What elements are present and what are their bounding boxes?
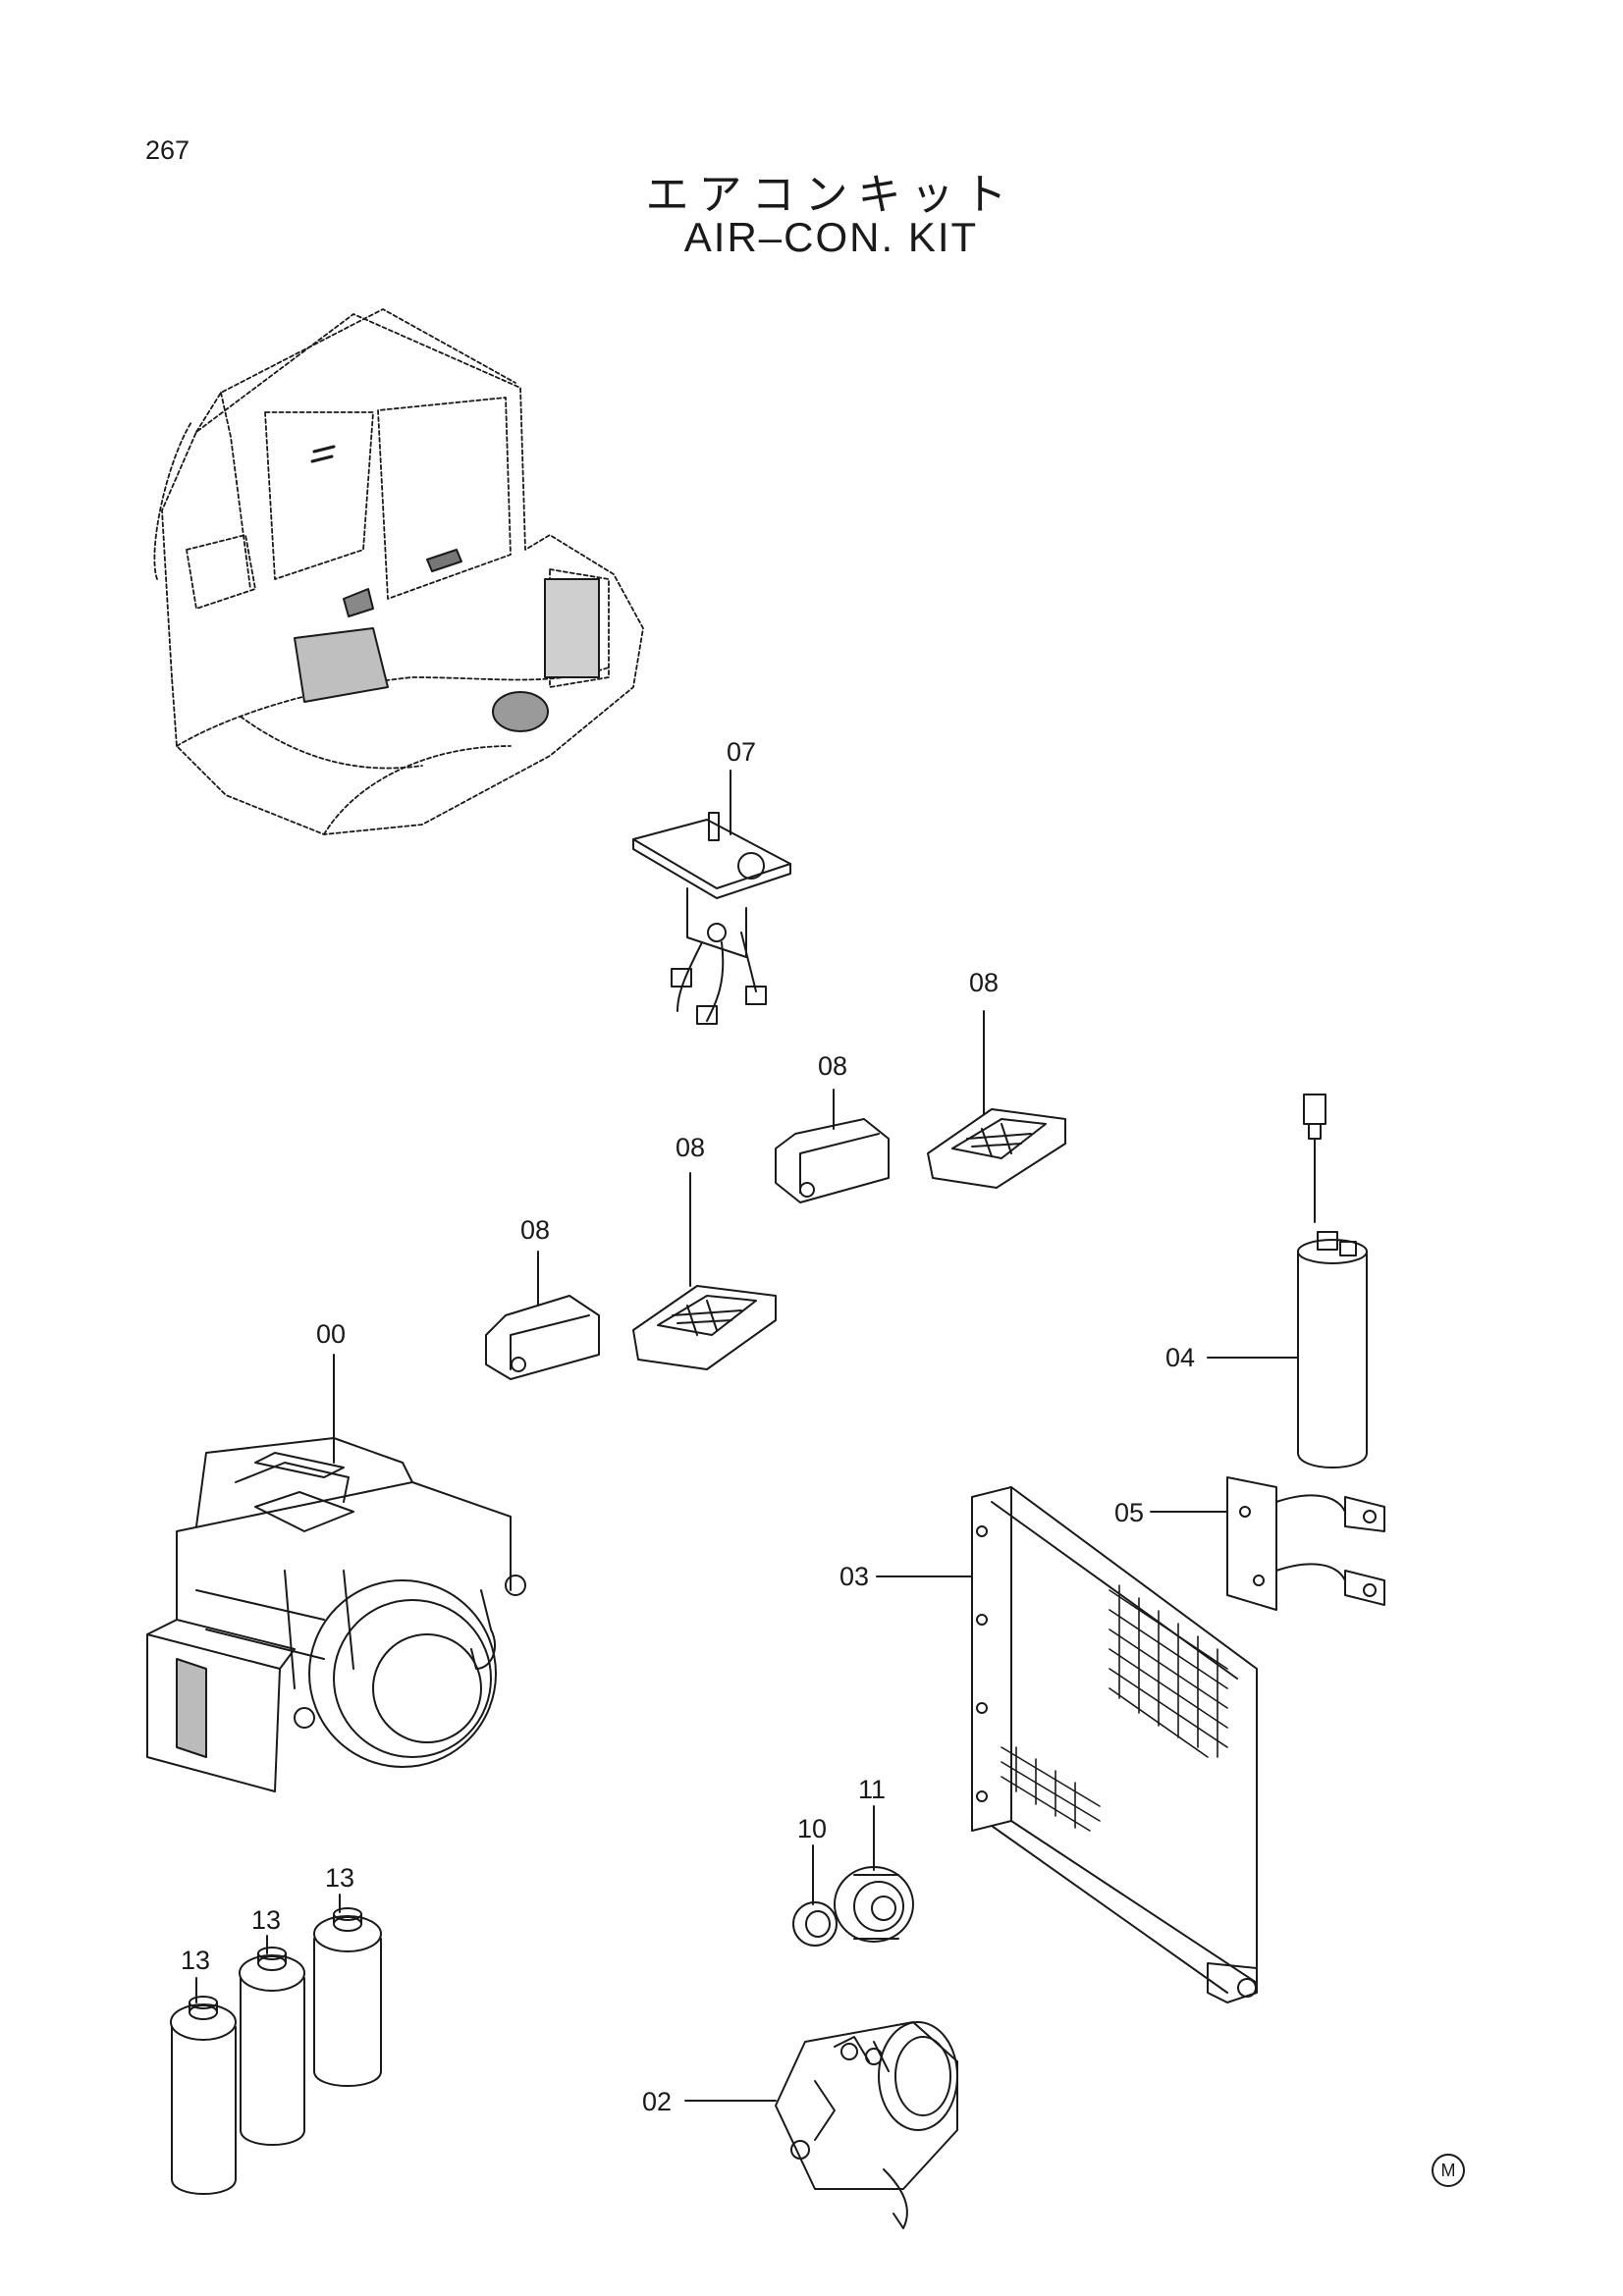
callout-08: 08	[520, 1215, 550, 1245]
callout-13: 13	[181, 1946, 210, 1975]
title-japanese: エアコンキット	[645, 170, 1017, 220]
callout-00: 00	[316, 1319, 346, 1349]
callout-08: 08	[818, 1051, 847, 1081]
callout-07: 07	[727, 737, 756, 767]
callout-labels: 07 08 08 08 08 04 00 05 03 11 10 02 13 1…	[181, 737, 1195, 2116]
part-05-bracket	[1226, 1476, 1385, 1611]
callout-03: 03	[839, 1562, 869, 1591]
callout-13: 13	[325, 1863, 354, 1893]
part-04-receiver-drier	[1297, 1094, 1368, 1468]
leaders-08	[537, 1010, 985, 1307]
part-08-vent-2	[632, 1285, 777, 1370]
manufacturer-mark: M	[1432, 2154, 1465, 2187]
page-number: 267	[145, 135, 190, 165]
callout-08: 08	[676, 1133, 705, 1162]
part-00-evaporator-unit	[146, 1437, 526, 1792]
leaders-13	[195, 1894, 341, 2003]
callout-13: 13	[251, 1905, 281, 1935]
part-08-vent-1	[485, 1295, 600, 1380]
callout-05: 05	[1114, 1498, 1144, 1527]
part-13-bottle-3	[313, 1907, 382, 2087]
part-08-vent-3	[775, 1118, 890, 1203]
part-08-vent-4	[927, 1108, 1066, 1189]
callout-11: 11	[858, 1775, 886, 1804]
excavator-highlighted-parts	[294, 445, 600, 732]
part-13-bottle-1	[170, 1996, 237, 2195]
part-11-spacer	[834, 1866, 914, 1943]
part-02-compressor	[775, 2021, 958, 2229]
title-english: AIR–CON. KIT	[683, 214, 979, 260]
part-10-seal	[792, 1901, 838, 1947]
callout-04: 04	[1165, 1343, 1195, 1372]
leaders-10-11	[812, 1805, 875, 1905]
callout-02: 02	[642, 2087, 672, 2116]
excavator-overview	[153, 308, 644, 835]
callout-08: 08	[969, 968, 999, 997]
part-03-condenser	[971, 1486, 1258, 2003]
part-13-bottle-2	[239, 1947, 305, 2146]
part-07-control-panel	[632, 812, 791, 1025]
callout-10: 10	[797, 1814, 827, 1843]
